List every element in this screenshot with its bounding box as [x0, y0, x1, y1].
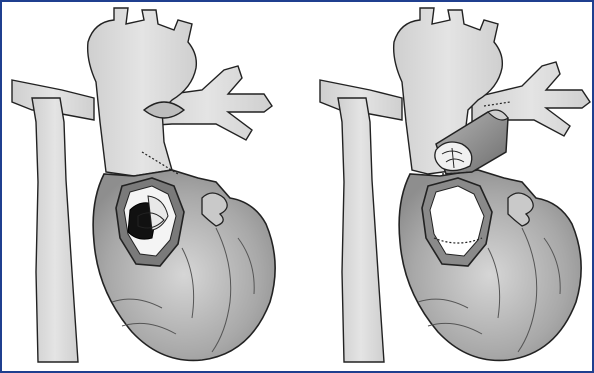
left-panel: [12, 8, 275, 362]
left-aortic-arch: [88, 8, 197, 176]
left-vena-cava: [32, 98, 78, 362]
right-panel: [320, 8, 590, 362]
right-vena-cava: [338, 98, 384, 362]
